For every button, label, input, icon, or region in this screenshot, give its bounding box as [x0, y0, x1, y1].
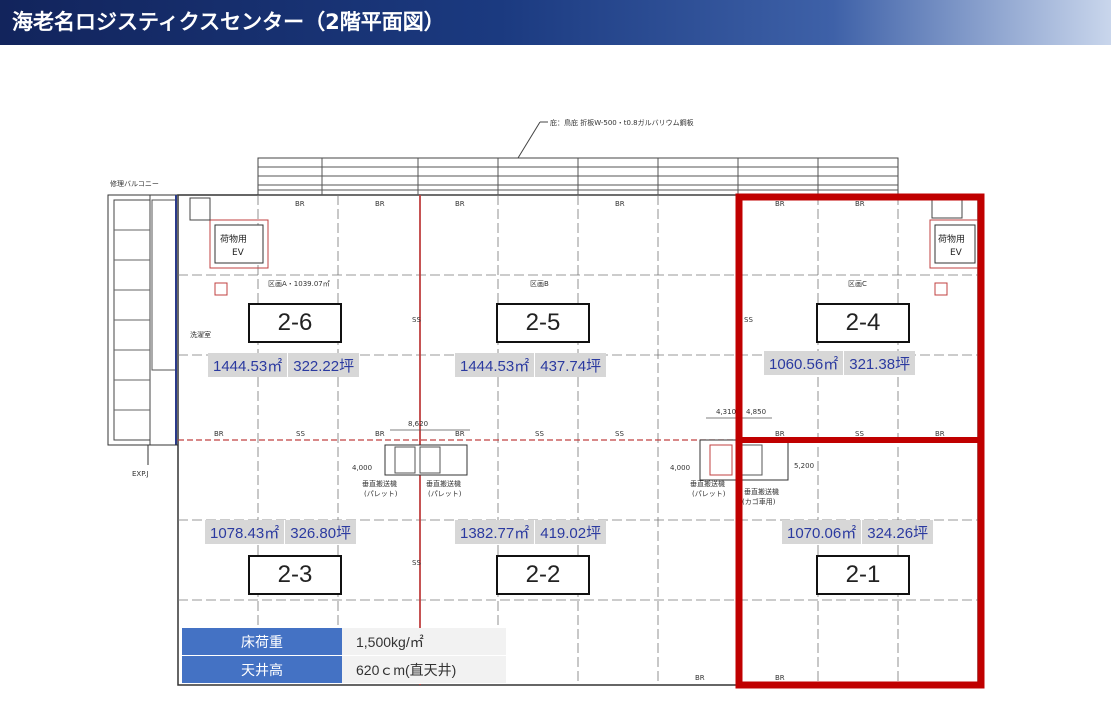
unit-label-2-4: 2-4: [816, 303, 910, 343]
area-tag-2-5: 1444.53㎡ 437.74坪: [455, 353, 607, 377]
exp-j-label: EXP.J: [132, 470, 149, 478]
area-tsubo: 322.22坪: [293, 357, 355, 375]
spec-value-floor-load: 1,500kg/㎡: [342, 628, 506, 656]
elevator-left: [189, 197, 269, 296]
svg-text:BR: BR: [775, 200, 785, 208]
unit-label-2-1: 2-1: [816, 555, 910, 595]
area-tag-2-1: 1070.06㎡ 324.26坪: [782, 520, 934, 544]
svg-text:BR: BR: [214, 430, 224, 438]
area-tsubo: 324.26坪: [867, 524, 929, 542]
svg-text:垂直搬送機: 垂直搬送機: [426, 479, 461, 488]
title-bar: 海老名ロジスティクスセンター（2階平面図）: [0, 0, 1111, 45]
area-m2: 1382.77㎡: [460, 524, 530, 542]
dim-5200: 5,200: [794, 462, 814, 470]
svg-text:SS: SS: [744, 316, 753, 324]
area-tsubo: 321.38坪: [849, 355, 911, 373]
conveyor-right: [699, 417, 789, 481]
svg-text:(パレット): (パレット): [692, 490, 726, 498]
section-c-label: 区画C: [848, 280, 867, 288]
unit-label-2-2: 2-2: [496, 555, 590, 595]
spec-row: 床荷重 1,500kg/㎡: [182, 628, 506, 656]
area-tag-2-2: 1382.77㎡ 419.02坪: [455, 520, 607, 544]
roof-note: 庇：鳥庇 折板W-500・t0.8ガルバリウム鋼板: [550, 118, 694, 127]
svg-text:SS: SS: [412, 316, 421, 324]
balcony-label: 修理バルコニー: [110, 179, 159, 188]
svg-text:垂直搬送機: 垂直搬送機: [744, 487, 779, 496]
dim-4000-center: 4,000: [352, 464, 372, 472]
spec-label-floor-load: 床荷重: [182, 628, 342, 656]
area-m2: 1078.43㎡: [210, 524, 280, 542]
spec-label-ceiling-height: 天井高: [182, 655, 342, 684]
svg-text:BR: BR: [455, 430, 465, 438]
section-b-label: 区画B: [530, 280, 549, 288]
svg-text:SS: SS: [296, 430, 305, 438]
svg-text:(カゴ車用): (カゴ車用): [742, 497, 776, 506]
svg-text:SS: SS: [535, 430, 544, 438]
unit-label-2-6: 2-6: [248, 303, 342, 343]
dim-4310: 4,310: [716, 408, 736, 416]
svg-text:BR: BR: [455, 200, 465, 208]
svg-text:BR: BR: [375, 430, 385, 438]
elevator-right-label: 荷物用: [938, 233, 965, 245]
svg-text:BR: BR: [775, 430, 785, 438]
conveyor-center-label: 垂直搬送機: [362, 479, 397, 488]
svg-text:BR: BR: [615, 200, 625, 208]
svg-text:BR: BR: [695, 674, 705, 682]
svg-text:SS: SS: [412, 559, 421, 567]
svg-text:BR: BR: [855, 200, 865, 208]
area-tsubo: 437.74坪: [540, 357, 602, 375]
section-a-label: 区画A・1039.07㎡: [268, 280, 330, 288]
elevator-left-label: 荷物用: [220, 233, 247, 245]
area-m2: 1070.06㎡: [787, 524, 857, 542]
area-tag-2-6: 1444.53㎡ 322.22坪: [208, 353, 360, 377]
conveyor-center: [384, 429, 470, 476]
elevator-left-ev: EV: [232, 248, 245, 258]
elevator-right-ev: EV: [950, 248, 963, 258]
area-m2: 1060.56㎡: [769, 355, 839, 373]
svg-text:(パレット): (パレット): [428, 490, 462, 498]
area-m2: 1444.53㎡: [460, 357, 530, 375]
svg-text:SS: SS: [615, 430, 624, 438]
dim-4850: 4,850: [746, 408, 766, 416]
spec-value-ceiling-height: 620ｃm(直天井): [342, 655, 506, 684]
spec-table: 床荷重 1,500kg/㎡ 天井高 620ｃm(直天井): [182, 628, 506, 684]
area-tsubo: 419.02坪: [540, 524, 602, 542]
svg-text:BR: BR: [775, 674, 785, 682]
office-block: [107, 194, 179, 465]
grid-marker-labels: BR BR BR BR BR BR BR SS BR BR SS SS BR S…: [214, 200, 945, 682]
roof-canopy: [257, 121, 899, 196]
unit-label-2-5: 2-5: [496, 303, 590, 343]
area-m2: 1444.53㎡: [213, 357, 283, 375]
area-tag-2-4: 1060.56㎡ 321.38坪: [764, 351, 916, 375]
svg-text:垂直搬送機: 垂直搬送機: [690, 479, 725, 488]
svg-text:BR: BR: [375, 200, 385, 208]
elevator-right: [929, 197, 979, 296]
unit-label-2-3: 2-3: [248, 555, 342, 595]
washroom-label: 洗濯室: [190, 330, 211, 339]
svg-text:BR: BR: [935, 430, 945, 438]
area-tag-2-3: 1078.43㎡ 326.80坪: [205, 520, 357, 544]
page-title: 海老名ロジスティクスセンター（2階平面図）: [12, 10, 445, 34]
dim-8620: 8,620: [408, 420, 428, 428]
spec-row: 天井高 620ｃm(直天井): [182, 655, 506, 684]
dim-4000-right: 4,000: [670, 464, 690, 472]
svg-text:BR: BR: [295, 200, 305, 208]
area-tsubo: 326.80坪: [290, 524, 352, 542]
svg-text:(パレット): (パレット): [364, 490, 398, 498]
svg-text:SS: SS: [855, 430, 864, 438]
